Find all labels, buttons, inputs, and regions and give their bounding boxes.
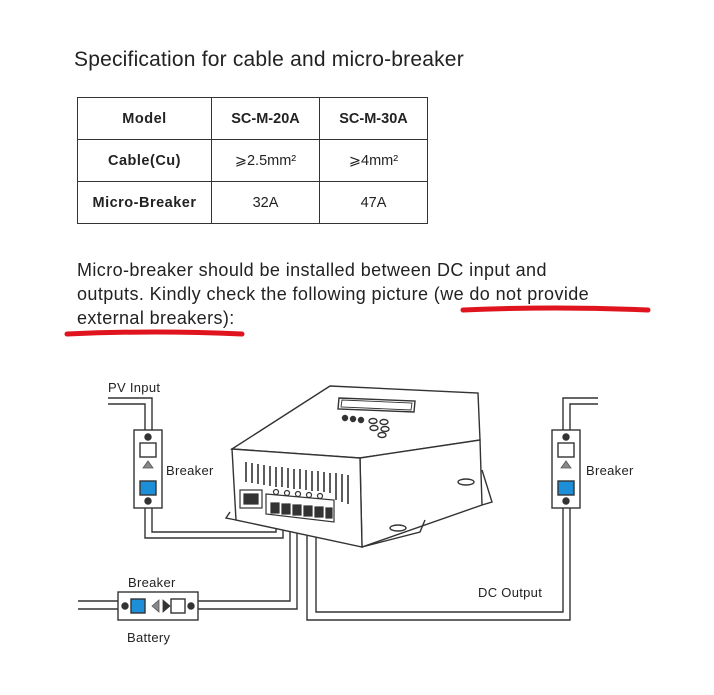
spec-table: Model SC-M-20A SC-M-30A Cable(Cu) ⩾2.5mm…: [77, 97, 428, 224]
battery-label: Battery: [127, 630, 171, 645]
breaker-bottom-label: Breaker: [128, 575, 176, 590]
paragraph-line-3: external breakers):: [77, 306, 639, 330]
paragraph-line-1: Micro-breaker should be installed betwee…: [77, 260, 547, 280]
paragraph-highlight: we do not provide: [440, 284, 590, 304]
table-row-label: Micro-Breaker: [77, 181, 212, 224]
breaker-left: [133, 429, 163, 509]
paragraph-line-2: outputs. Kindly check the following pict…: [77, 282, 639, 306]
page-title: Specification for cable and micro-breake…: [74, 48, 464, 71]
paragraph-text: ):: [222, 308, 235, 328]
table-header-row: Model SC-M-20A SC-M-30A: [77, 97, 428, 140]
table-row: Micro-Breaker 32A 47A: [77, 181, 428, 224]
breaker-right: [551, 429, 581, 509]
dc-output-label: DC Output: [478, 585, 543, 600]
pv-input-label: PV Input: [108, 380, 161, 395]
controller-device: [224, 385, 493, 548]
breaker-left-label: Breaker: [166, 463, 214, 478]
table-row: Cable(Cu) ⩾2.5mm² ⩾4mm²: [77, 139, 428, 182]
vent-grille: [245, 462, 349, 504]
table-header-cell: Model: [77, 97, 212, 140]
wiring-lines: [78, 397, 598, 621]
table-cell: ⩾2.5mm²: [211, 139, 320, 182]
breaker-right-label: Breaker: [586, 463, 634, 478]
paragraph-text: outputs. Kindly check the following pict…: [77, 284, 441, 304]
table-header-cell: SC-M-30A: [319, 97, 428, 140]
paragraph-highlight: external breakers: [77, 308, 223, 328]
red-underline-1: [460, 305, 651, 313]
table-cell: 32A: [211, 181, 320, 224]
table-cell: 47A: [319, 181, 428, 224]
red-underline-2: [64, 329, 245, 337]
table-row-label: Cable(Cu): [77, 139, 212, 182]
table-header-cell: SC-M-20A: [211, 97, 320, 140]
terminal-block: [239, 488, 335, 523]
instruction-paragraph: Micro-breaker should be installed betwee…: [77, 258, 639, 330]
breaker-bottom: [117, 591, 199, 621]
